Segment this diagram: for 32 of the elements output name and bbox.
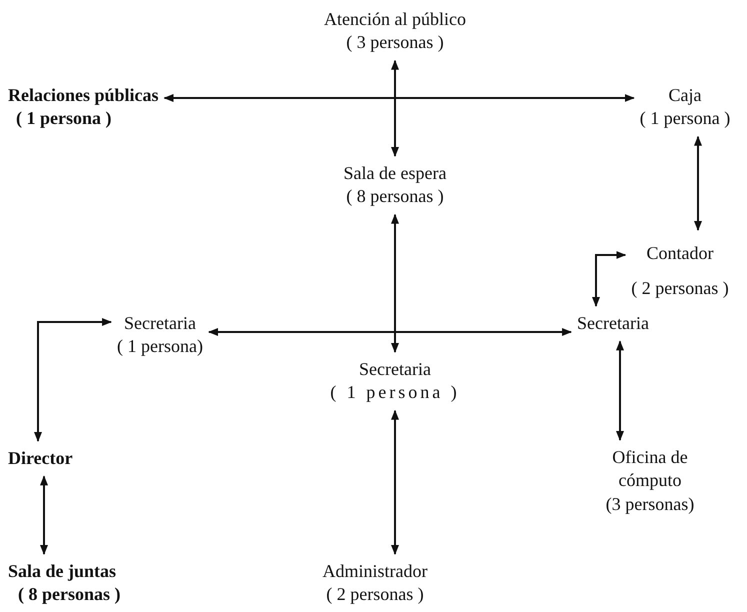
staff-count: ( 1 persona ) [640,107,730,130]
connector-arrow [694,136,702,231]
staff-count: ( 8 personas ) [345,185,445,208]
connector-arrow [40,475,48,555]
staff-count: (3 personas) [604,492,696,516]
unit-name: Secretaria [358,358,432,381]
connector-arrow [616,340,624,441]
staff-count: ( 2 personas ) [325,583,425,606]
staff-count: ( 8 personas ) [17,583,120,606]
unit-name: Relaciones públicas [8,84,159,107]
unit-name: Contador [646,242,714,265]
unit-name: Atención al público [324,8,466,31]
staff-count: ( 2 personas ) [631,277,729,300]
connector-arrow [592,251,626,307]
connector-arrow [391,214,399,353]
unit-name: Administrador [322,560,428,583]
unit-name: Sala de juntas [8,560,118,583]
unit-name: Secretaria [123,312,197,335]
staff-count: ( 1 persona ) [15,107,112,130]
staff-count: ( 3 personas ) [345,31,445,54]
unit-name: Secretaria [577,312,649,335]
unit-name: Sala de espera [344,162,446,185]
connector-arrow [34,318,112,442]
connector-arrow [164,94,635,102]
connector-arrow [208,328,572,336]
unit-name: Director [8,447,73,470]
staff-count: ( 1 persona) [117,335,203,358]
connector-arrow [391,410,399,555]
unit-name: Caja [668,84,702,107]
connector-arrow [391,60,399,157]
unit-name: Oficina de cómputo [611,446,689,492]
staff-count: ( 1 persona ) [330,381,460,404]
